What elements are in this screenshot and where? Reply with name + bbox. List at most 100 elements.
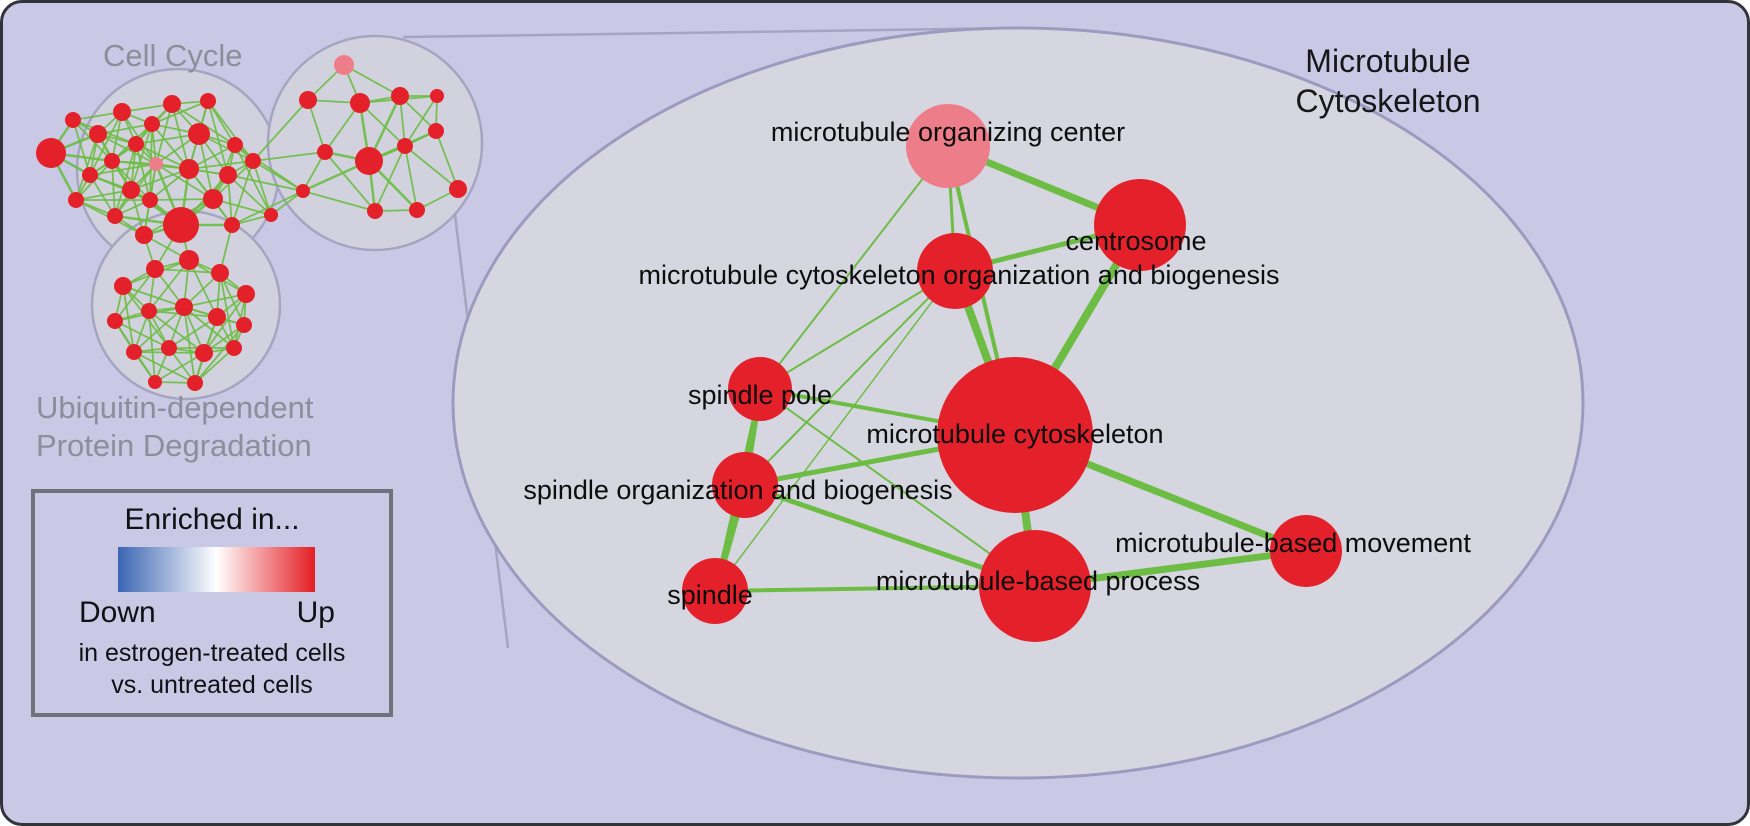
ubiquitin-label-line1: Ubiquitin-dependent xyxy=(36,390,314,425)
mini-node xyxy=(219,166,237,184)
cluster-edge xyxy=(194,347,235,384)
node-centrosome xyxy=(1094,179,1186,271)
legend-up-label: Up xyxy=(296,596,335,629)
edge-moc-spole xyxy=(759,145,949,390)
cluster-edge xyxy=(114,268,156,322)
cluster-edge xyxy=(219,272,235,349)
cluster-edge xyxy=(207,100,254,162)
cluster-edge xyxy=(302,190,376,212)
mini-node xyxy=(148,375,162,389)
cluster-edge xyxy=(114,320,170,349)
mini-node xyxy=(200,93,216,109)
mini-node xyxy=(104,153,120,169)
mini-node xyxy=(163,207,199,243)
cluster-edge xyxy=(111,160,116,217)
cluster-label-ubiquitin: Ubiquitin-dependent Protein Degradation xyxy=(36,389,314,465)
mini-node xyxy=(195,344,213,362)
mini-node xyxy=(187,375,203,391)
mini-node xyxy=(126,344,142,360)
cluster-edge xyxy=(324,151,376,212)
edge-mco-sorg xyxy=(744,270,956,486)
cluster-edge xyxy=(207,100,229,176)
mini-node xyxy=(391,87,409,105)
mini-node xyxy=(82,167,98,183)
mini-node xyxy=(449,180,467,198)
cluster-edge xyxy=(359,102,406,147)
cluster-edge xyxy=(133,351,196,384)
cluster-edge xyxy=(343,64,401,97)
cluster-edge xyxy=(111,160,151,201)
mini-node xyxy=(296,184,310,198)
mini-node xyxy=(188,123,210,145)
legend: Enriched in... Down Up in estrogen-treat… xyxy=(31,489,393,717)
cluster-edge xyxy=(307,99,326,153)
mini-node xyxy=(430,89,444,103)
mini-node xyxy=(122,181,140,199)
node-label-spole: spindle pole xyxy=(688,380,832,410)
legend-down-label: Down xyxy=(79,596,156,629)
mini-node xyxy=(163,95,181,113)
mini-node xyxy=(107,313,123,329)
mini-node xyxy=(245,153,261,169)
node-label-sorg: spindle organization and biogenesis xyxy=(523,475,952,505)
node-sorg xyxy=(712,452,778,518)
cluster-edge xyxy=(148,310,156,383)
cluster-edge xyxy=(171,103,190,170)
mini-node xyxy=(142,192,158,208)
node-spole xyxy=(728,357,792,421)
cluster-edge xyxy=(149,198,214,201)
legend-title: Enriched in... xyxy=(124,503,300,536)
mini-node xyxy=(227,137,243,153)
cluster-cross-edge xyxy=(227,174,304,192)
cluster-edge xyxy=(198,133,214,200)
mini-node xyxy=(179,250,199,270)
node-spindle xyxy=(682,558,748,624)
cluster-edge xyxy=(75,133,99,201)
cluster-edge xyxy=(148,259,190,312)
mini-node xyxy=(409,202,425,218)
cluster-edge xyxy=(183,293,247,308)
cluster-edge xyxy=(122,285,185,308)
cluster-edge xyxy=(324,102,361,153)
node-label-spindle: spindle xyxy=(667,580,753,610)
cluster-edge xyxy=(148,310,205,354)
mini-node xyxy=(355,147,383,175)
mini-node xyxy=(334,55,354,75)
mini-node xyxy=(128,136,144,152)
zoom-title-line1: Microtubule xyxy=(1305,43,1471,79)
legend-caption-line2: vs. untreated cells xyxy=(111,671,313,699)
cluster-edge xyxy=(374,145,406,212)
mini-node xyxy=(113,103,131,121)
mini-node xyxy=(107,208,123,224)
cluster-cross-edge xyxy=(212,198,272,216)
cluster-edge xyxy=(154,352,205,383)
node-moc xyxy=(906,104,990,188)
cluster-edge xyxy=(155,163,214,200)
mini-node xyxy=(211,264,229,282)
ubiquitin-label-line2: Protein Degradation xyxy=(36,427,312,463)
zoom-title-microtubule-cytoskeleton: Microtubule Cytoskeleton xyxy=(1253,41,1523,121)
node-mcyto xyxy=(937,357,1093,513)
node-label-moc: microtubule organizing center xyxy=(771,117,1125,147)
mini-node xyxy=(144,116,160,132)
cluster-edge xyxy=(114,143,137,217)
cluster-edge xyxy=(130,123,153,191)
node-mco xyxy=(917,233,993,309)
mini-node xyxy=(299,91,317,109)
node-mproc xyxy=(979,530,1091,642)
mini-node xyxy=(203,189,223,209)
zoom-cone-line xyxy=(402,26,1016,39)
mini-node xyxy=(208,308,226,326)
node-label-centrosome: centrosome xyxy=(1065,226,1206,256)
mini-node xyxy=(175,298,193,316)
network-canvas: microtubule organizing centercentrosomem… xyxy=(36,26,1585,780)
cluster-edge xyxy=(97,123,153,135)
cluster-cross-edge xyxy=(252,99,309,162)
mini-node xyxy=(317,144,333,160)
cluster-cross-edge xyxy=(252,160,304,192)
cluster-edge xyxy=(404,145,418,211)
mini-node xyxy=(36,138,66,168)
mini-node xyxy=(65,112,81,128)
cluster-label-cell-cycle: Cell Cycle xyxy=(103,38,243,73)
cluster-cross-edge xyxy=(231,190,304,226)
